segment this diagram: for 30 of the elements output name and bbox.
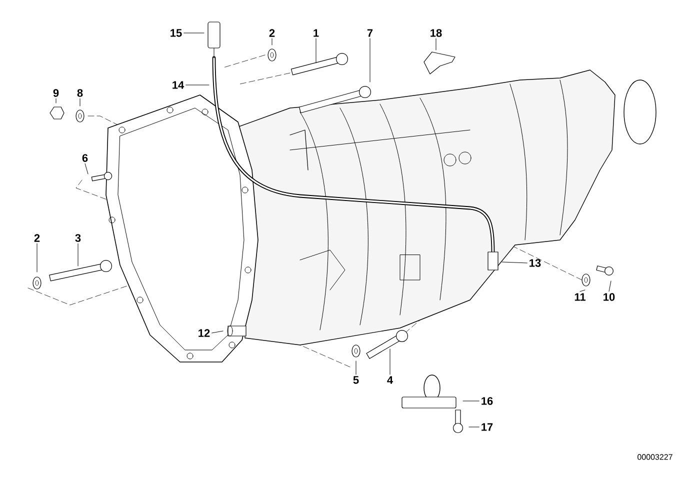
leader-line	[462, 400, 480, 402]
callout-number: 2	[34, 234, 40, 242]
callout-number: 18	[430, 29, 442, 37]
leader-line	[84, 163, 88, 174]
leader-line	[468, 426, 480, 428]
callout-number: 17	[482, 423, 493, 431]
callout-number: 13	[530, 259, 541, 267]
callout-number: 14	[172, 81, 184, 89]
callout-number: 15	[170, 29, 182, 37]
leader-line	[184, 32, 204, 34]
callout-number: 1	[314, 29, 319, 37]
leader-line	[36, 243, 38, 272]
callout-number: 9	[53, 89, 59, 97]
leader-line	[502, 262, 528, 264]
leader-line	[608, 280, 612, 292]
leader-line	[186, 84, 210, 86]
callout-number: 5	[353, 376, 359, 384]
callout-number: 10	[604, 293, 615, 301]
callout-number: 6	[82, 154, 88, 162]
callout-number: 16	[482, 397, 493, 405]
callout-number: 4	[387, 376, 393, 384]
leader-line	[580, 290, 586, 292]
callout-number: 8	[77, 89, 83, 97]
callout-number: 2	[269, 29, 275, 37]
callout-number: 7	[367, 29, 373, 37]
callout-number: 12	[198, 329, 210, 337]
callout-number: 3	[75, 234, 81, 242]
drawing-number: 00003227	[638, 454, 672, 460]
leader-line	[212, 330, 224, 334]
callout-number: 11	[574, 293, 586, 301]
